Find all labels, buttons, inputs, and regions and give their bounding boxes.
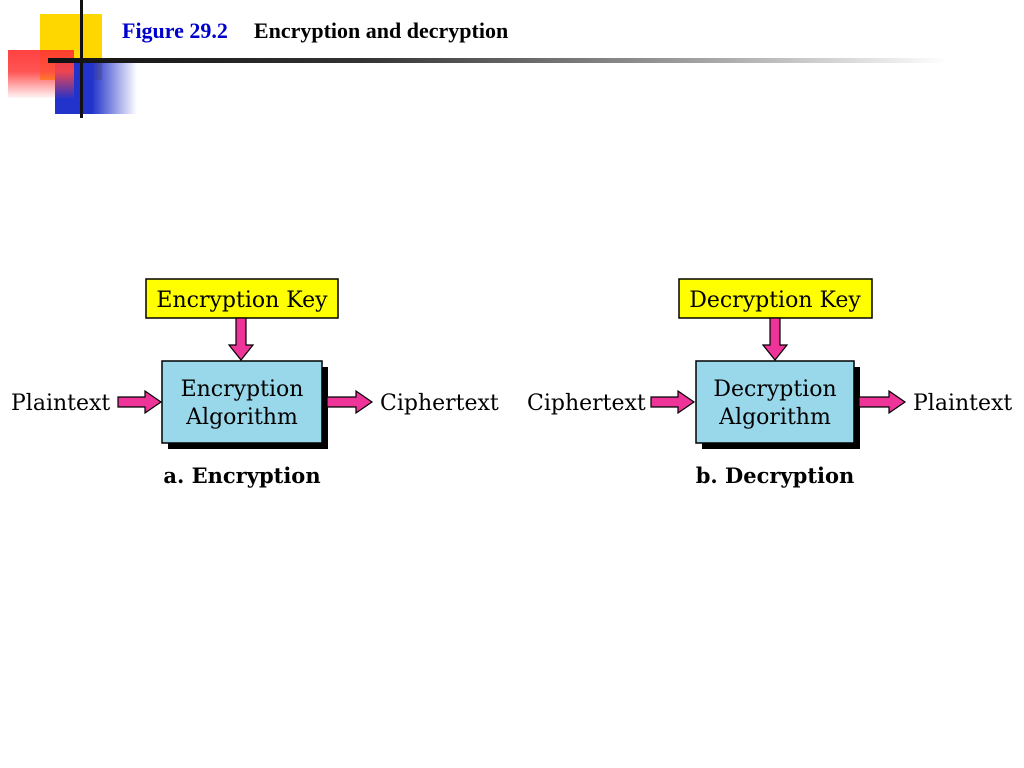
figure-number: Figure 29.2 xyxy=(122,18,228,43)
decryption-algorithm-line1: Decryption xyxy=(713,377,836,402)
encryption-key-arrow xyxy=(227,317,255,361)
decryption-algorithm-line2: Algorithm xyxy=(718,405,831,430)
decryption-key-arrow xyxy=(761,317,789,361)
encryption-key-box xyxy=(145,278,339,319)
encryption-output-arrow xyxy=(326,389,374,415)
encryption-algorithm-line2: Algorithm xyxy=(185,405,298,430)
decryption-caption: b. Decryption xyxy=(696,463,855,488)
decryption-key-box xyxy=(678,278,873,319)
decryption-key-label: Decryption Key xyxy=(689,288,861,313)
encryption-input-label: Plaintext xyxy=(11,391,110,416)
decryption-algorithm-box xyxy=(695,360,855,444)
slide-title: Figure 29.2 Encryption and decryption xyxy=(122,18,508,44)
encryption-panel: Encryption Key Encryption Algorithm Plai… xyxy=(11,278,499,488)
decryption-panel: Decryption Key Decryption Algorithm Ciph… xyxy=(527,278,1012,488)
encryption-algorithm-line1: Encryption xyxy=(181,377,304,402)
decryption-output-label: Plaintext xyxy=(913,391,1012,416)
encryption-key-label: Encryption Key xyxy=(156,288,328,313)
encryption-input-arrow xyxy=(117,389,163,415)
decryption-input-label: Ciphertext xyxy=(527,391,646,416)
decryption-output-arrow xyxy=(858,389,907,415)
title-underline-rule xyxy=(48,58,948,63)
decryption-input-arrow xyxy=(650,389,696,415)
encryption-algorithm-box xyxy=(161,360,323,444)
encryption-output-label: Ciphertext xyxy=(380,391,499,416)
encryption-caption: a. Encryption xyxy=(163,463,320,488)
figure-title: Encryption and decryption xyxy=(253,18,509,43)
